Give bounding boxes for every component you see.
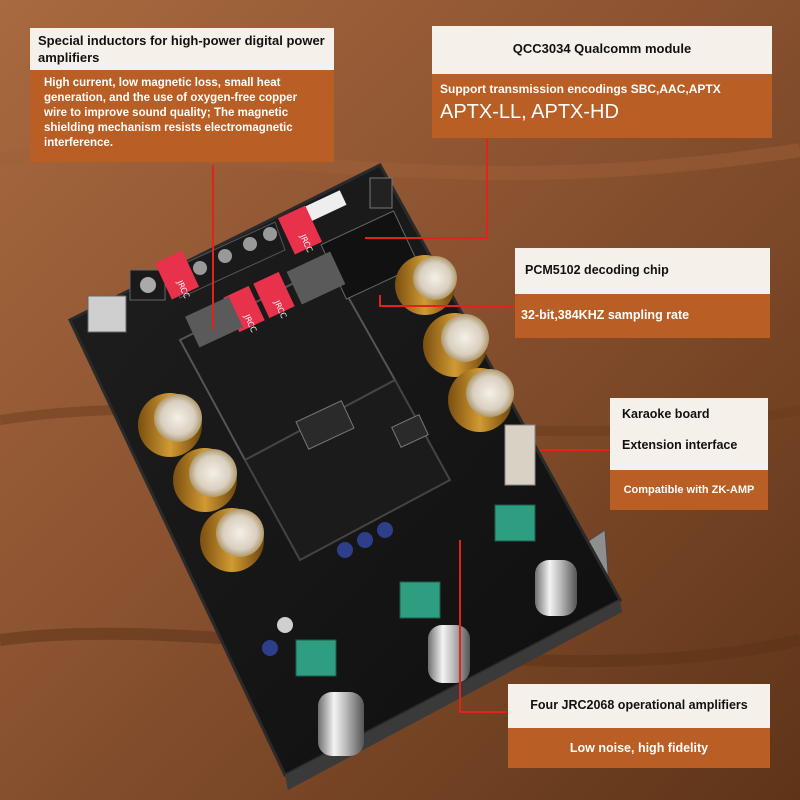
small-capacitor bbox=[277, 617, 293, 633]
dc-jack bbox=[87, 295, 127, 333]
opamp-body: Low noise, high fidelity bbox=[569, 741, 709, 755]
callout-inductors-body: High current, low magnetic loss, small h… bbox=[30, 70, 334, 162]
inductor bbox=[154, 250, 200, 300]
capacitor bbox=[200, 508, 264, 572]
callout-pcm-title: PCM5102 decoding chip bbox=[515, 248, 770, 294]
audio-jack bbox=[369, 177, 393, 209]
terminal-screw bbox=[193, 261, 207, 275]
capacitor bbox=[423, 313, 489, 377]
small-capacitor bbox=[337, 542, 353, 558]
pcb-edge bbox=[285, 600, 622, 790]
small-capacitor bbox=[377, 522, 393, 538]
karaoke-line1: Karaoke board bbox=[622, 407, 710, 421]
ic-chip bbox=[391, 414, 429, 448]
capacitor bbox=[173, 448, 237, 512]
potentiometer bbox=[494, 504, 536, 542]
potentiometer bbox=[295, 639, 337, 677]
ic-chip bbox=[295, 400, 355, 450]
terminal-screw bbox=[218, 249, 232, 263]
leader-opamp bbox=[459, 540, 517, 713]
callout-karaoke-title: Karaoke board Extension interface bbox=[610, 398, 768, 470]
leader-qcc bbox=[365, 138, 488, 239]
potentiometer bbox=[399, 581, 441, 619]
callout-pcm-body: 32-bit,384KHZ sampling rate bbox=[515, 294, 770, 338]
callout-inductors-title: Special inductors for high-power digital… bbox=[30, 28, 334, 70]
capacitor bbox=[138, 393, 202, 457]
qcc-title: QCC3034 Qualcomm module bbox=[512, 41, 692, 56]
callout-qcc-title: QCC3034 Qualcomm module bbox=[432, 26, 772, 74]
capacitor bbox=[448, 368, 514, 432]
leader-lines bbox=[212, 138, 612, 713]
callout-karaoke-body: Compatible with ZK-AMP bbox=[610, 470, 768, 510]
inductors-body: High current, low magnetic loss, small h… bbox=[44, 77, 298, 149]
qcc-line2: APTX-LL, APTX-HD bbox=[440, 101, 619, 123]
inductor bbox=[253, 271, 295, 319]
callout-qcc-body: Support transmission encodings SBC,AAC,A… bbox=[432, 74, 772, 138]
terminal-screw bbox=[243, 237, 257, 251]
karaoke-connector bbox=[504, 424, 536, 486]
inductor bbox=[277, 205, 323, 255]
karaoke-line3: Compatible with ZK-AMP bbox=[623, 484, 755, 496]
knob bbox=[535, 560, 577, 616]
knob bbox=[318, 692, 364, 756]
callout-opamp-title: Four JRC2068 operational amplifiers bbox=[508, 684, 770, 728]
inductor-core bbox=[286, 251, 346, 305]
pcm-title: PCM5102 decoding chip bbox=[525, 263, 669, 277]
knob bbox=[428, 625, 470, 683]
bt-antenna bbox=[303, 190, 347, 222]
small-capacitor bbox=[262, 640, 278, 656]
leader-pcm bbox=[379, 295, 515, 307]
karaoke-line2: Extension interface bbox=[622, 438, 738, 452]
inductors-title: Special inductors for high-power digital… bbox=[38, 33, 325, 65]
callout-opamp-body: Low noise, high fidelity bbox=[508, 728, 770, 768]
capacitor bbox=[395, 255, 457, 315]
qcc-line1: Support transmission encodings SBC,AAC,A… bbox=[440, 82, 721, 96]
terminal-screw bbox=[140, 277, 156, 293]
pcm-body: 32-bit,384KHZ sampling rate bbox=[521, 308, 690, 322]
small-capacitor bbox=[357, 532, 373, 548]
terminal-screw bbox=[263, 227, 277, 241]
opamp-title: Four JRC2068 operational amplifiers bbox=[530, 698, 748, 712]
inductor bbox=[223, 285, 265, 333]
